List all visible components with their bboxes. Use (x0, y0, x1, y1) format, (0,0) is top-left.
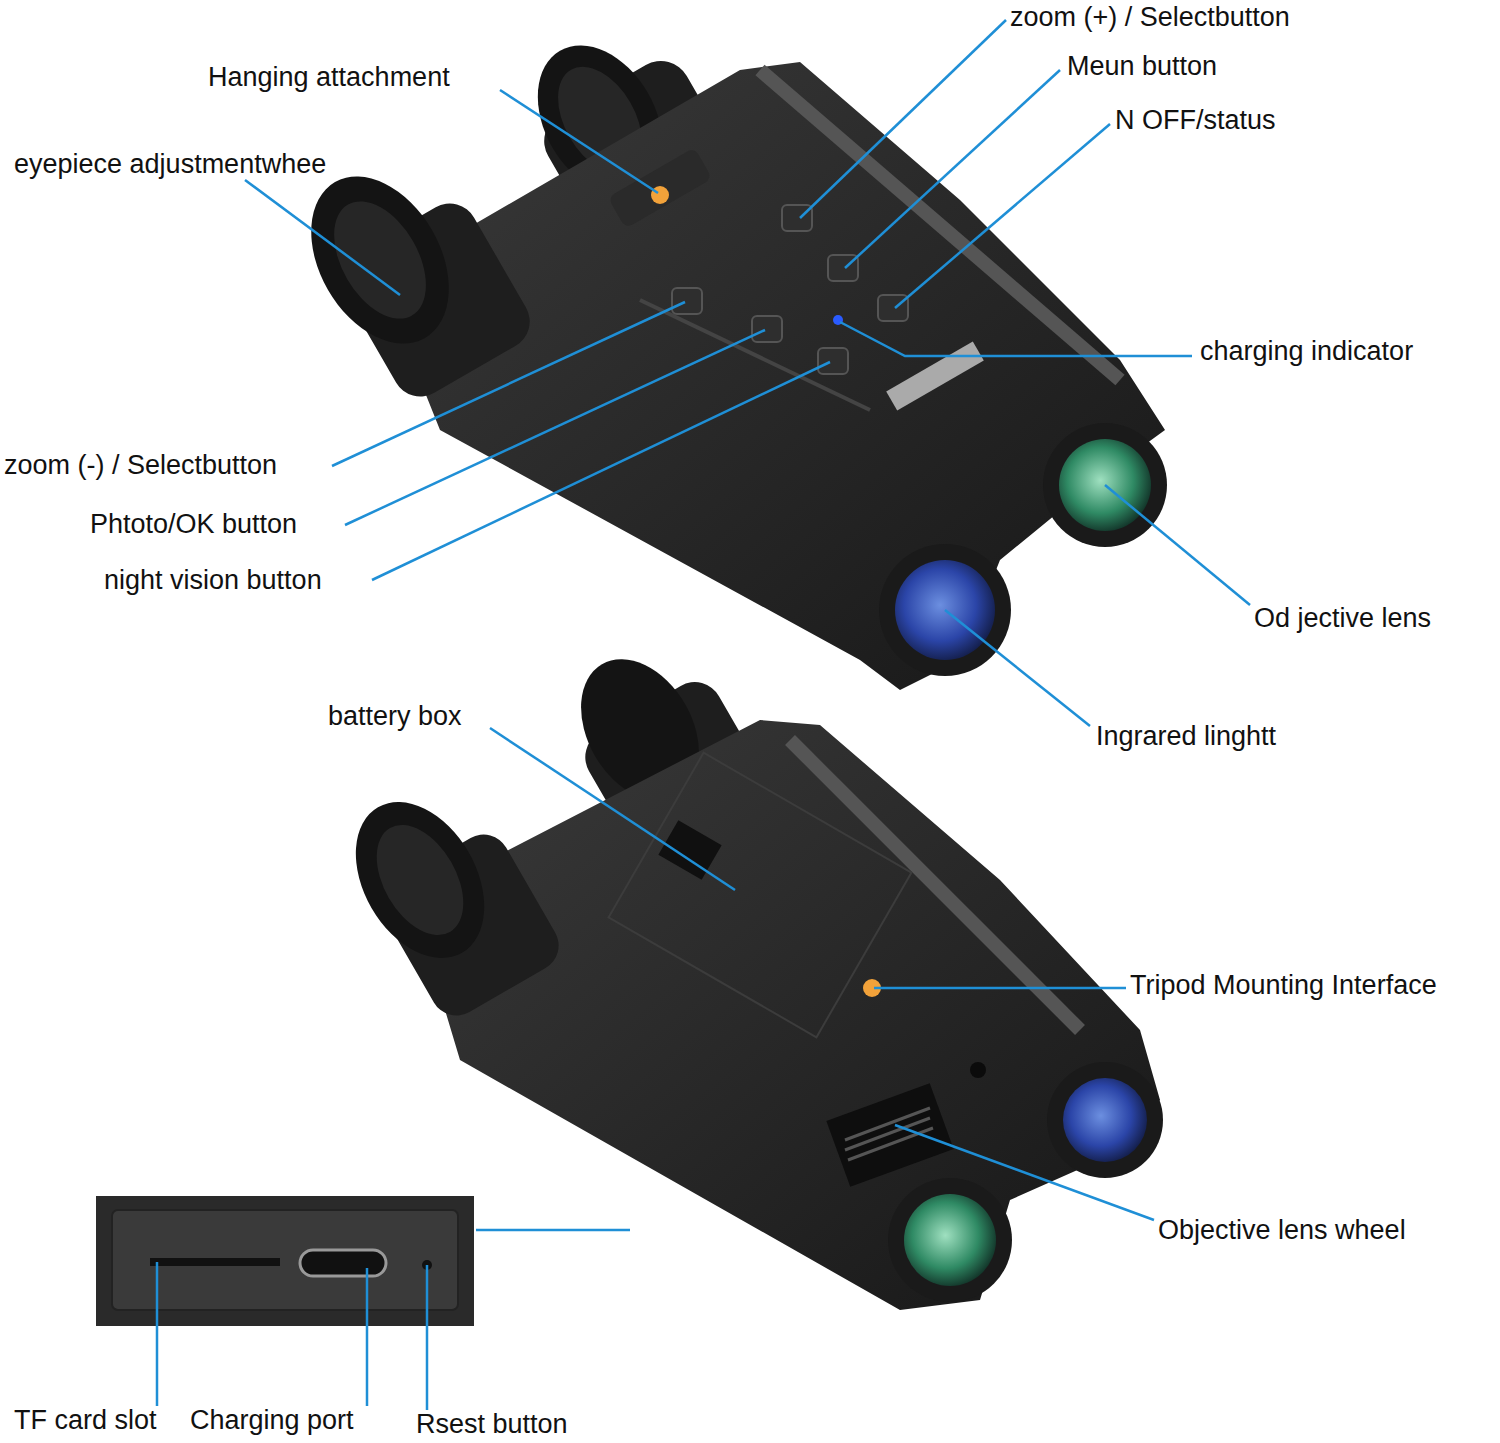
part-label: zoom (+) / Selectbutton (1010, 2, 1290, 33)
part-label: Hanging attachment (208, 62, 450, 93)
part-label: Objective lens wheel (1158, 1215, 1406, 1246)
part-label: eyepiece adjustmentwhee (14, 149, 326, 180)
part-label: Phtoto/OK button (90, 509, 297, 540)
part-label: Rsest button (416, 1409, 568, 1440)
part-label: zoom (-) / Selectbutton (4, 450, 277, 481)
part-label: Ingrared linghtt (1096, 721, 1276, 752)
part-label: Charging port (190, 1405, 354, 1436)
part-label: N OFF/status (1115, 105, 1276, 136)
part-label: night vision button (104, 565, 322, 596)
part-label: Meun button (1067, 51, 1217, 82)
part-label: charging indicator (1200, 336, 1413, 367)
part-label: battery box (328, 701, 462, 732)
leader-lines (157, 20, 1250, 1410)
part-label: Od jective lens (1254, 603, 1431, 634)
part-label: TF card slot (14, 1405, 157, 1436)
part-label: Tripod Mounting Interface (1130, 970, 1437, 1001)
port-inset (96, 1196, 474, 1326)
